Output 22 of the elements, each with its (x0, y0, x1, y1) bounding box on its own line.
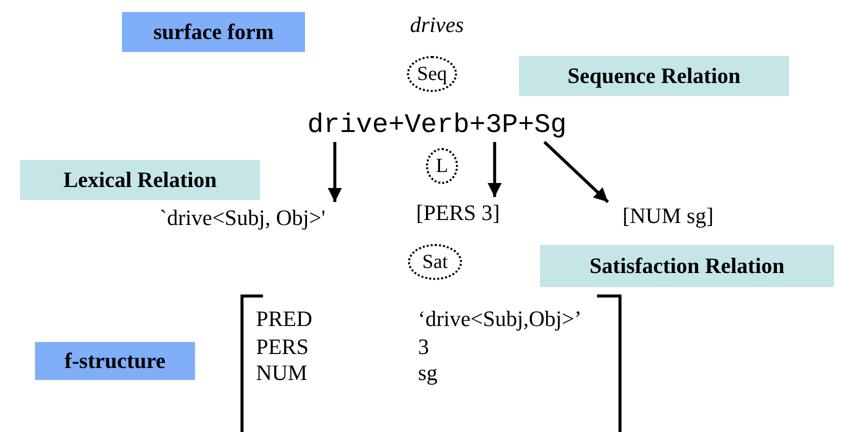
label-tag: Satisfaction Relation (540, 245, 834, 287)
arrow (328, 142, 342, 202)
feature-name: PERS (256, 334, 309, 360)
feature-name: PRED (256, 306, 312, 332)
label-tag: Lexical Relation (20, 160, 260, 200)
feature-value: ‘drive<Subj,Obj>’ (418, 306, 582, 332)
feature-bracket-text: [PERS 3] (394, 197, 522, 229)
feature-bracket-text: [NUM sg] (604, 200, 732, 232)
feature-value: sg (418, 360, 438, 386)
word-form: drives (410, 12, 464, 38)
relation-ellipse: Sat (408, 244, 462, 280)
label-tag: Sequence Relation (519, 56, 789, 96)
feature-value: 3 (418, 334, 429, 360)
relation-ellipse: Seq (407, 56, 457, 92)
arrow (488, 142, 502, 197)
relation-ellipse: L (426, 148, 458, 184)
label-tag: f-structure (35, 342, 195, 380)
arrow (543, 140, 610, 204)
label-tag: surface form (122, 12, 305, 52)
feature-name: NUM (256, 360, 308, 386)
morphological-analysis: drive+Verb+3P+Sg (306, 110, 568, 142)
lexical-entry: `drive<Subj, Obj>' (120, 202, 365, 234)
